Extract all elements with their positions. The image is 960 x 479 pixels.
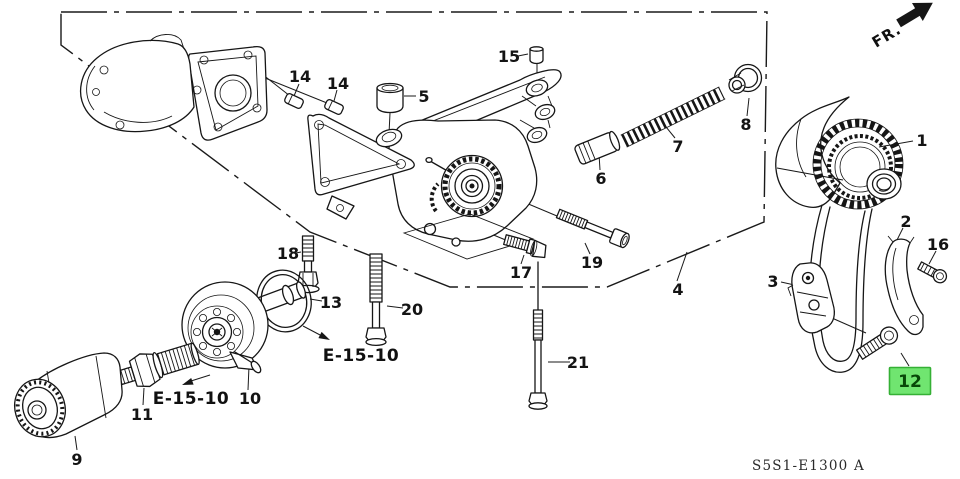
callout-labels: 1 2 3 4 5 6 7 8 9 10 11 13 14 14 15 16 1… [71,47,949,469]
leader-4 [676,251,688,282]
leader-13 [309,298,323,302]
part-drawing-bolt-12 [855,326,899,360]
leader-14b [333,89,338,102]
callout-12-highlight[interactable]: 12 [888,366,932,396]
callout-12[interactable]: 12 [898,372,922,392]
part-drawing-pump-cover [79,34,268,141]
leader-14a [293,83,300,97]
part-drawing-chain-guide-2 [884,235,924,336]
part-drawing-dowel-pin-a [284,93,304,109]
fr-label: FR. [869,20,905,51]
fr-arrow-icon [896,2,933,28]
callout-8[interactable]: 8 [740,115,751,134]
leader-19 [584,242,591,255]
leader-9 [74,435,78,451]
callout-19[interactable]: 19 [581,253,603,272]
part-drawing-joint-bolt-11 [117,342,200,388]
chain-ring [813,119,903,209]
callout-4[interactable]: 4 [672,280,683,299]
callout-13[interactable]: 13 [320,293,342,312]
part-drawing-bolt-20 [365,253,387,347]
callout-17[interactable]: 17 [510,263,532,282]
diagram-code: S5S1-E1300 A [752,458,865,474]
leader-20 [386,305,404,309]
fr-direction-indicator: FR. [869,2,933,51]
callout-2[interactable]: 2 [900,212,911,231]
callout-7[interactable]: 7 [672,137,683,156]
part-drawing-relief-valve-6 [574,130,621,165]
callout-14b[interactable]: 14 [327,74,349,93]
leader-12-box [900,352,910,367]
part-drawing-bolt-16 [917,261,948,284]
leader-8 [746,97,750,117]
callout-20[interactable]: 20 [401,300,423,319]
callout-11[interactable]: 11 [131,405,153,424]
part-drawing-dowel-pin-b [324,99,344,115]
part-drawing-pump-assembly-10 [181,281,307,374]
part-drawing-tensioner-3 [787,262,835,334]
part-drawing-dowel-5 [376,82,404,135]
ref-label-upper: E-15-10 [323,346,400,366]
part-drawing-oil-pump-body [307,69,562,260]
callout-10[interactable]: 10 [239,389,261,408]
part-drawing-bolt-21 [528,261,548,410]
callout-5[interactable]: 5 [418,87,429,106]
callout-21[interactable]: 21 [567,353,589,372]
callout-18[interactable]: 18 [277,244,299,263]
callout-16[interactable]: 16 [927,235,949,254]
callout-1[interactable]: 1 [916,131,927,150]
callout-12-highlight-box[interactable] [888,366,932,396]
leader-15 [517,53,529,57]
part-drawing-spring-7 [620,86,726,148]
arrowhead [318,331,330,340]
ref-e15-10-upper: E-15-10 [302,325,400,366]
part-drawing-sprocket-chain-1 [775,96,904,373]
leader-11 [142,387,145,406]
leader-17 [520,254,525,265]
ref-e15-10-lower: E-15-10 [153,374,230,409]
arrowhead [182,378,194,385]
callout-3[interactable]: 3 [767,272,778,291]
callout-14a[interactable]: 14 [289,67,311,86]
part-drawing-oil-filter-9 [14,352,123,439]
ref-label-lower: E-15-10 [153,389,230,409]
callout-9[interactable]: 9 [71,450,82,469]
callout-6[interactable]: 6 [595,169,606,188]
leader-18 [295,251,302,254]
part-drawing-sealing-bolt-8 [728,63,763,94]
callout-15[interactable]: 15 [498,47,520,66]
sprocket-teeth [827,134,893,200]
leader-16 [928,250,937,265]
leader-10 [247,365,250,391]
part-drawing-bolt-17 [503,234,547,259]
part-drawing-bolt-19 [555,208,630,249]
